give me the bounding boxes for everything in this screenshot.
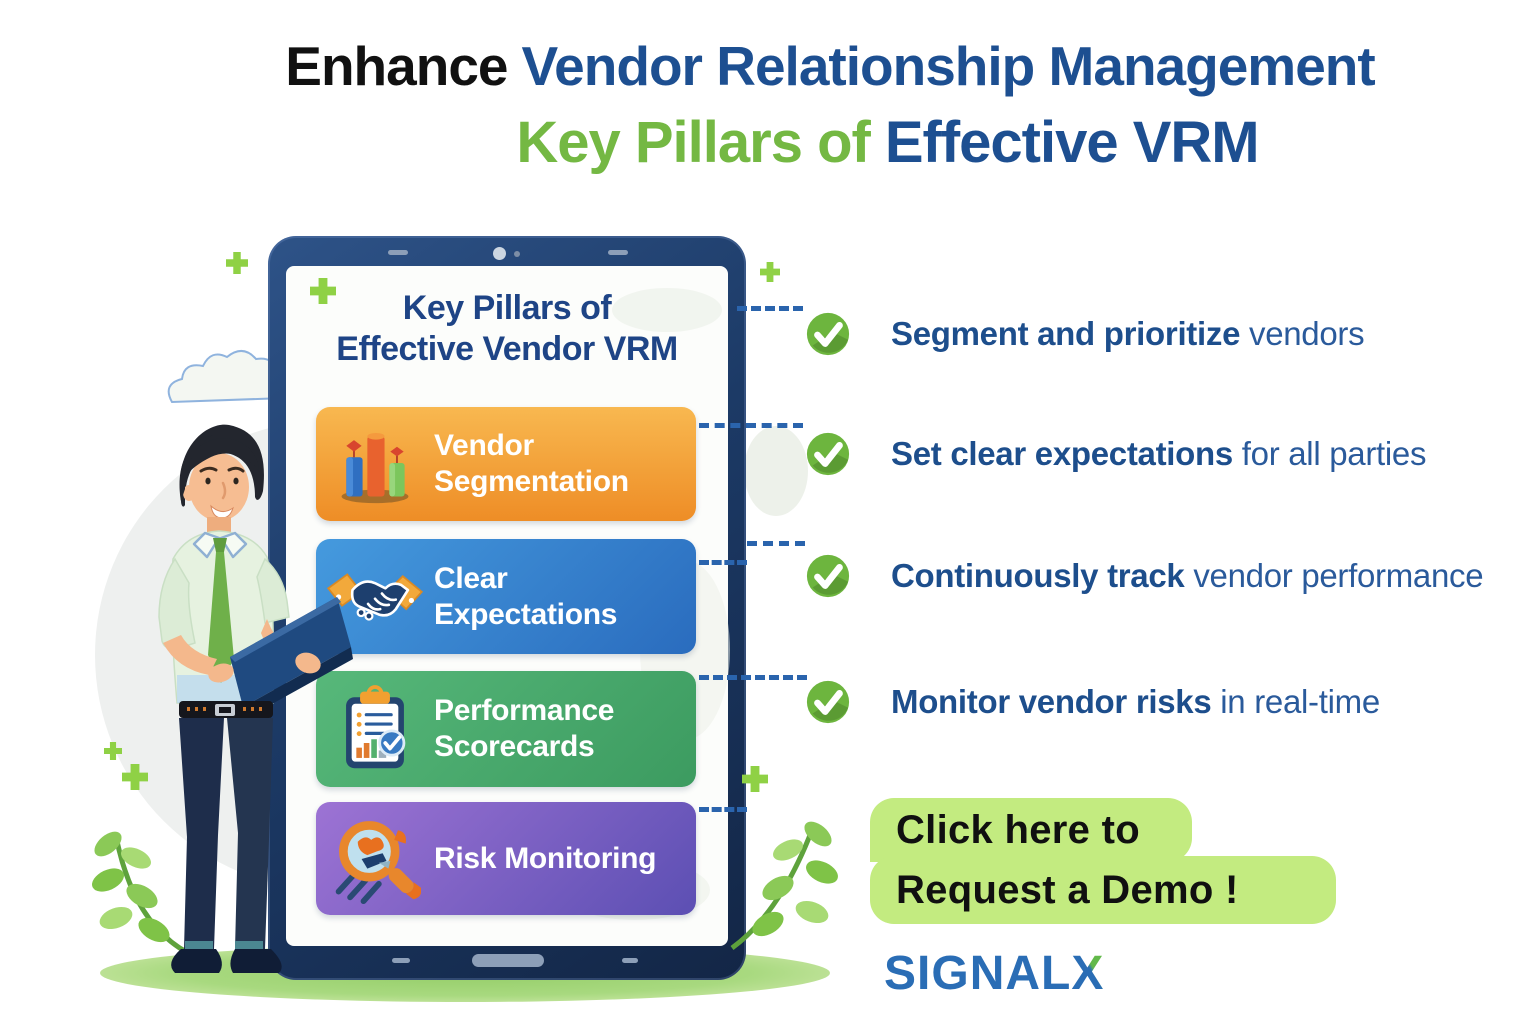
- man-with-laptop-illustration: [158, 424, 353, 973]
- pillar-card-vendor-segmentation: Vendor Segmentation: [316, 407, 696, 521]
- card-label: Clear Expectations: [434, 561, 618, 631]
- checklist-text: Set clear expectations for all parties: [891, 435, 1426, 473]
- camera-dot-icon: [514, 251, 520, 257]
- clipboard-check-icon: [316, 683, 434, 775]
- subtitle-lead: Key Pillars of: [516, 109, 870, 175]
- checklist-bold: Segment and prioritize: [891, 315, 1241, 352]
- title-rest: Vendor Relationship Management: [521, 35, 1376, 97]
- plus-icon: [226, 252, 248, 274]
- pillar-card-performance-scorecards: Performance Scorecards: [316, 671, 696, 787]
- check-circle-icon: [806, 554, 850, 598]
- checklist-rest: vendor performance: [1184, 557, 1484, 594]
- request-demo-button[interactable]: Click here to Request a Demo !: [870, 798, 1336, 924]
- cta-line1[interactable]: Click here to: [870, 798, 1192, 862]
- connector-line-2: [699, 423, 803, 428]
- card-label: Performance Scorecards: [434, 694, 615, 763]
- connector-line-4: [699, 675, 807, 680]
- camera-icon: [493, 247, 506, 260]
- pillar-card-risk-monitoring: Risk Monitoring: [316, 802, 696, 915]
- tablet-title-line1: Key Pillars of: [402, 289, 612, 327]
- check-circle-icon: [806, 432, 850, 476]
- checklist-rest: vendors: [1240, 315, 1365, 352]
- checklist-rest: in real-time: [1211, 683, 1380, 720]
- cloud-screen-top: [612, 288, 722, 332]
- checklist-bold: Continuously track: [891, 557, 1185, 594]
- checklist-text: Monitor vendor risks in real-time: [891, 683, 1380, 721]
- checklist-item-1: Segment and prioritize vendors: [805, 282, 1365, 386]
- card-label: Vendor Segmentation: [434, 429, 629, 498]
- checklist-item-2: Set clear expectations for all parties: [805, 402, 1426, 506]
- tablet-title-line2: Effective Vendor VRM: [336, 330, 678, 368]
- checklist-bold: Set clear expectations: [891, 435, 1233, 472]
- checklist-text: Segment and prioritize vendors: [891, 315, 1365, 353]
- checklist-rest: for all parties: [1232, 435, 1427, 472]
- leaf-branch-left: [92, 831, 190, 956]
- leaf-branch-right: [730, 821, 838, 951]
- home-bar: [472, 954, 544, 967]
- connector-line-3b: [747, 541, 805, 546]
- bezel-mark: [388, 250, 408, 255]
- connector-line-5: [699, 807, 747, 812]
- bar-chart-icon: [316, 420, 434, 508]
- connector-line-3a: [699, 560, 747, 565]
- card-label: Risk Monitoring: [434, 841, 657, 875]
- cta-line2[interactable]: Request a Demo !: [870, 856, 1336, 924]
- logo-word: SIGNAL: [884, 947, 1072, 1000]
- logo-x-mark: X: [1071, 947, 1105, 1000]
- bezel-mark: [622, 958, 638, 963]
- cloud-right: [744, 426, 808, 516]
- bezel-mark: [608, 250, 628, 255]
- pillar-card-clear-expectations: Clear Expectations: [316, 539, 696, 654]
- connector-line-1: [737, 306, 803, 311]
- magnifier-alert-icon: [316, 813, 434, 905]
- plus-icon: [760, 262, 780, 282]
- bezel-mark: [392, 958, 410, 963]
- tablet-title: Key Pillars of Effective Vendor VRM: [286, 288, 728, 370]
- checklist-item-3: Continuously track vendor performance: [805, 524, 1484, 628]
- check-circle-icon: [806, 680, 850, 724]
- subtitle-rest: Effective VRM: [884, 109, 1260, 175]
- title-lead: Enhance: [285, 35, 508, 97]
- checklist-text: Continuously track vendor performance: [891, 557, 1484, 595]
- checklist-item-4: Monitor vendor risks in real-time: [805, 650, 1380, 754]
- checklist-bold: Monitor vendor risks: [891, 683, 1212, 720]
- check-circle-icon: [806, 312, 850, 356]
- handshake-icon: [316, 562, 434, 632]
